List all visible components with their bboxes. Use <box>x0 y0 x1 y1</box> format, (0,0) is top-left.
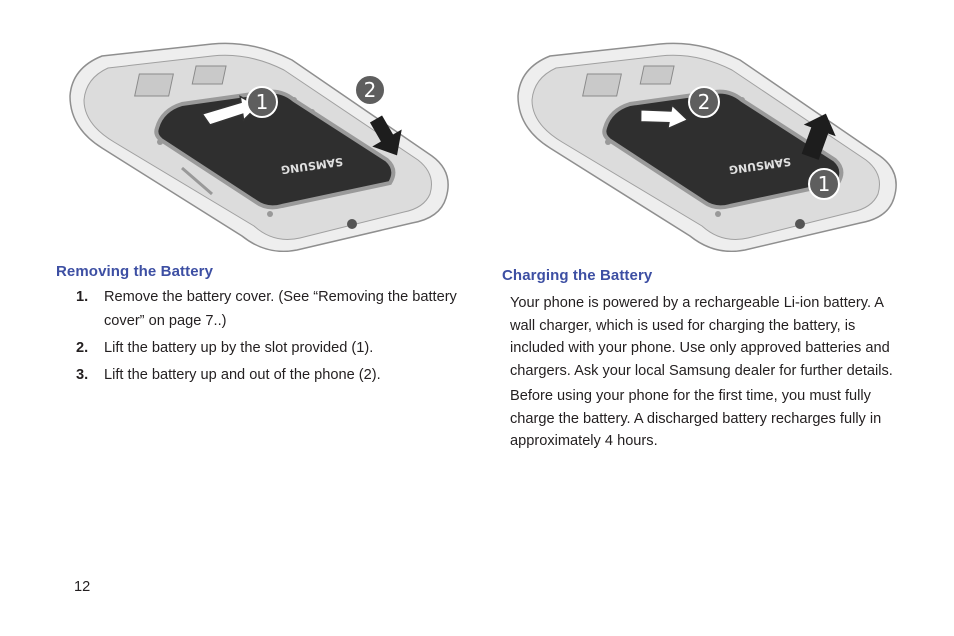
callout-1-icon: 1 <box>808 168 840 200</box>
step-text: Lift the battery up by the slot provided… <box>104 340 374 356</box>
charging-paragraph: Your phone is powered by a rechargeable … <box>510 295 893 379</box>
charging-battery-heading: Charging the Battery <box>502 267 653 284</box>
removal-steps-list: 1. Remove the battery cover. (See “Remov… <box>74 285 474 390</box>
step-number: 3. <box>76 367 89 383</box>
slide-arrow-icon <box>639 103 689 130</box>
page-number: 12 <box>74 579 91 595</box>
lift-up-arrow-icon <box>801 113 836 160</box>
step-text: Remove the battery cover. (See “Removing… <box>104 289 457 329</box>
callout-2-icon: 2 <box>688 86 720 118</box>
list-item: 1. Remove the battery cover. (See “Remov… <box>74 285 474 333</box>
step-number: 1. <box>76 289 89 305</box>
list-item: 2. Lift the battery up by the slot provi… <box>74 336 474 360</box>
charging-paragraph: Before using your phone for the first ti… <box>510 388 882 449</box>
battery-charging-illustration: SAMSUNG 2 1 <box>510 38 902 252</box>
push-down-arrow-icon <box>369 115 402 156</box>
list-item: 3. Lift the battery up and out of the ph… <box>74 363 474 387</box>
svg-text:1: 1 <box>256 90 269 114</box>
step-text: Lift the battery up and out of the phone… <box>104 367 381 383</box>
callout-1-icon: 1 <box>246 86 278 118</box>
svg-text:2: 2 <box>364 78 377 102</box>
battery-removal-illustration: SAMSUNG 1 2 <box>62 38 454 252</box>
callout-2-icon: 2 <box>354 74 386 106</box>
removing-battery-heading: Removing the Battery <box>56 263 214 280</box>
step-number: 2. <box>76 340 89 356</box>
svg-text:1: 1 <box>818 172 831 196</box>
svg-text:2: 2 <box>698 90 711 114</box>
